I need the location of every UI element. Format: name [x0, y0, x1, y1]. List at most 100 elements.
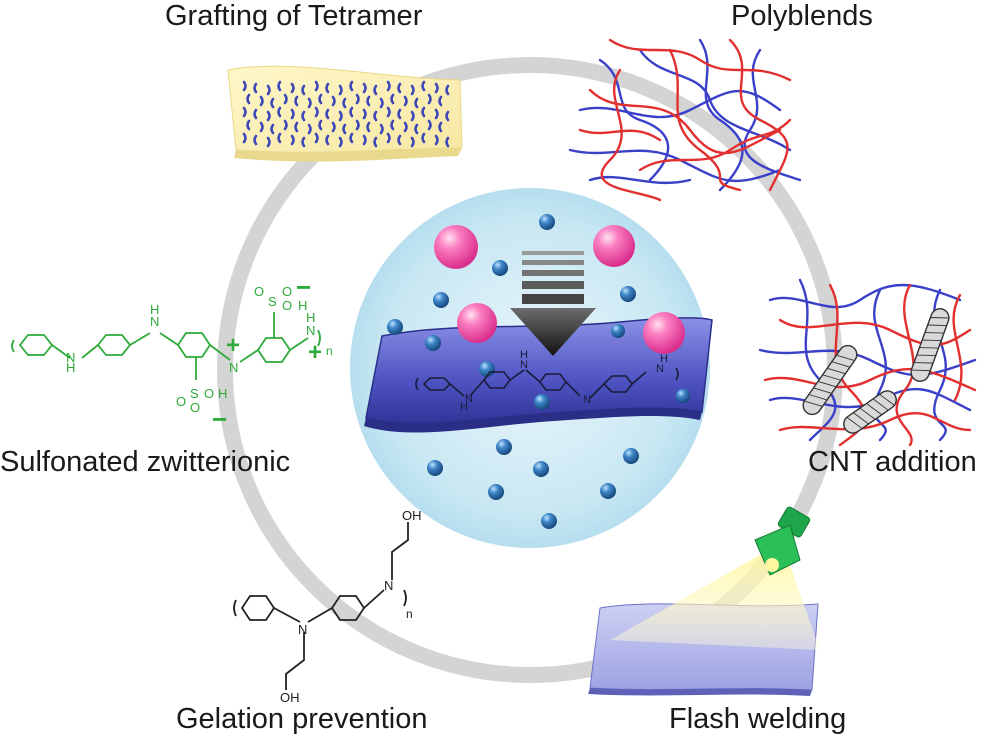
- tetramer-dash: [301, 110, 306, 122]
- tetramer-dash: [307, 97, 312, 109]
- tetramer-dash: [421, 80, 426, 92]
- film-h-label: H: [660, 353, 668, 365]
- chem-n: N: [306, 323, 315, 338]
- tetramer-dash: [277, 80, 282, 92]
- film-n-label: N: [656, 363, 664, 375]
- tetramer-dash: [325, 108, 330, 120]
- tetramer-dash: [318, 93, 323, 105]
- chem-oh: OH: [402, 508, 422, 523]
- tetramer-dash: [438, 95, 443, 107]
- tetramer-dash: [318, 119, 323, 131]
- tetramer-dash: [410, 84, 415, 96]
- pink-ion: [593, 225, 635, 267]
- tetramer-dash: [290, 108, 295, 120]
- chem-subscript-n: n: [326, 344, 333, 358]
- tetramer-dash: [397, 134, 402, 146]
- chem-n: N: [229, 360, 238, 375]
- tetramer-dash: [246, 93, 251, 105]
- center-panel: N H N H N N H: [350, 188, 713, 548]
- tetramer-dash: [307, 123, 312, 135]
- chem-o: O: [282, 298, 292, 313]
- tetramer-dash: [283, 93, 288, 105]
- tetramer-dash: [253, 82, 258, 94]
- tetramer-dash: [366, 95, 371, 107]
- tetramer-dash: [325, 82, 330, 94]
- tetramer-dash: [242, 106, 247, 118]
- tetramer-dash: [246, 119, 251, 131]
- tetramer-dash: [366, 121, 371, 133]
- carbon-nanotube: [843, 390, 897, 434]
- tetramer-dash: [266, 136, 271, 148]
- tetramer-dash: [362, 134, 367, 146]
- chem-subscript-n: n: [406, 607, 413, 621]
- chem-s: S: [190, 386, 199, 401]
- tetramer-dash: [434, 108, 439, 120]
- tetramer-dash: [342, 97, 347, 109]
- tetramer-dash: [270, 123, 275, 135]
- film-h-label: H: [520, 349, 528, 361]
- tetramer-dash: [421, 132, 426, 144]
- tetramer-dash: [410, 136, 415, 148]
- film-n-label: N: [520, 359, 528, 371]
- tetramer-dash: [434, 134, 439, 146]
- tetramer-dash: [331, 95, 336, 107]
- chem-n: N: [298, 622, 307, 637]
- tetramer-dash: [373, 110, 378, 122]
- tetramer-dash: [349, 80, 354, 92]
- tetramer-dash: [403, 121, 408, 133]
- pink-ion: [434, 225, 478, 269]
- tetramer-dash: [390, 119, 395, 131]
- chem-n: N: [150, 314, 159, 329]
- tetramer-dash: [283, 119, 288, 131]
- chem-h: H: [66, 360, 75, 375]
- label-flash-welding: Flash welding: [669, 703, 847, 735]
- tetramer-dash: [386, 106, 391, 118]
- tetramer-dash: [362, 82, 367, 94]
- chem-o: O: [190, 400, 200, 415]
- label-gelation-prevention: Gelation prevention: [176, 703, 428, 735]
- tetramer-dash: [294, 121, 299, 133]
- grafting-sheet: [227, 65, 463, 162]
- tetramer-dash: [445, 84, 450, 96]
- tetramer-dash: [342, 123, 347, 135]
- tetramer-dash: [338, 84, 343, 96]
- carbon-nanotube: [910, 308, 950, 382]
- tetramer-dash: [445, 110, 450, 122]
- carbon-nanotube: [802, 344, 858, 416]
- tetramer-dash: [266, 110, 271, 122]
- chem-o: O: [204, 386, 214, 401]
- tetramer-dash: [362, 108, 367, 120]
- tetramer-dash: [397, 82, 402, 94]
- tetramer-dash: [438, 121, 443, 133]
- tetramer-dash: [414, 123, 419, 135]
- tetramer-dash: [445, 136, 450, 148]
- tetramer-dash: [397, 108, 402, 120]
- tetramer-dash: [434, 82, 439, 94]
- gelation-structure: [233, 522, 409, 690]
- tetramer-dash: [259, 121, 264, 133]
- tetramer-dash: [379, 123, 384, 135]
- tetramer-dash: [410, 110, 415, 122]
- film-chain-labels: N H N H N N H: [460, 349, 668, 413]
- tetramer-dash: [259, 95, 264, 107]
- film-chain: [415, 367, 679, 399]
- tetramer-dash: [314, 80, 319, 92]
- polymer-film-edge: [364, 408, 702, 433]
- tetramer-dash: [355, 119, 360, 131]
- tetramer-dash: [338, 110, 343, 122]
- film-n-label: N: [465, 393, 473, 405]
- tetramer-dash: [301, 136, 306, 148]
- chem-h: H: [306, 310, 315, 325]
- sulfonated-structure: [11, 312, 321, 380]
- tetramer-dash: [270, 97, 275, 109]
- tetramer-dash: [355, 93, 360, 105]
- polyblends-network: [568, 38, 802, 202]
- label-polyblends: Polyblends: [731, 0, 873, 32]
- chem-h: H: [298, 298, 307, 313]
- chem-n: N: [66, 350, 75, 365]
- tetramer-dash: [386, 132, 391, 144]
- light-beam: [610, 555, 820, 650]
- tetramer-dash: [331, 121, 336, 133]
